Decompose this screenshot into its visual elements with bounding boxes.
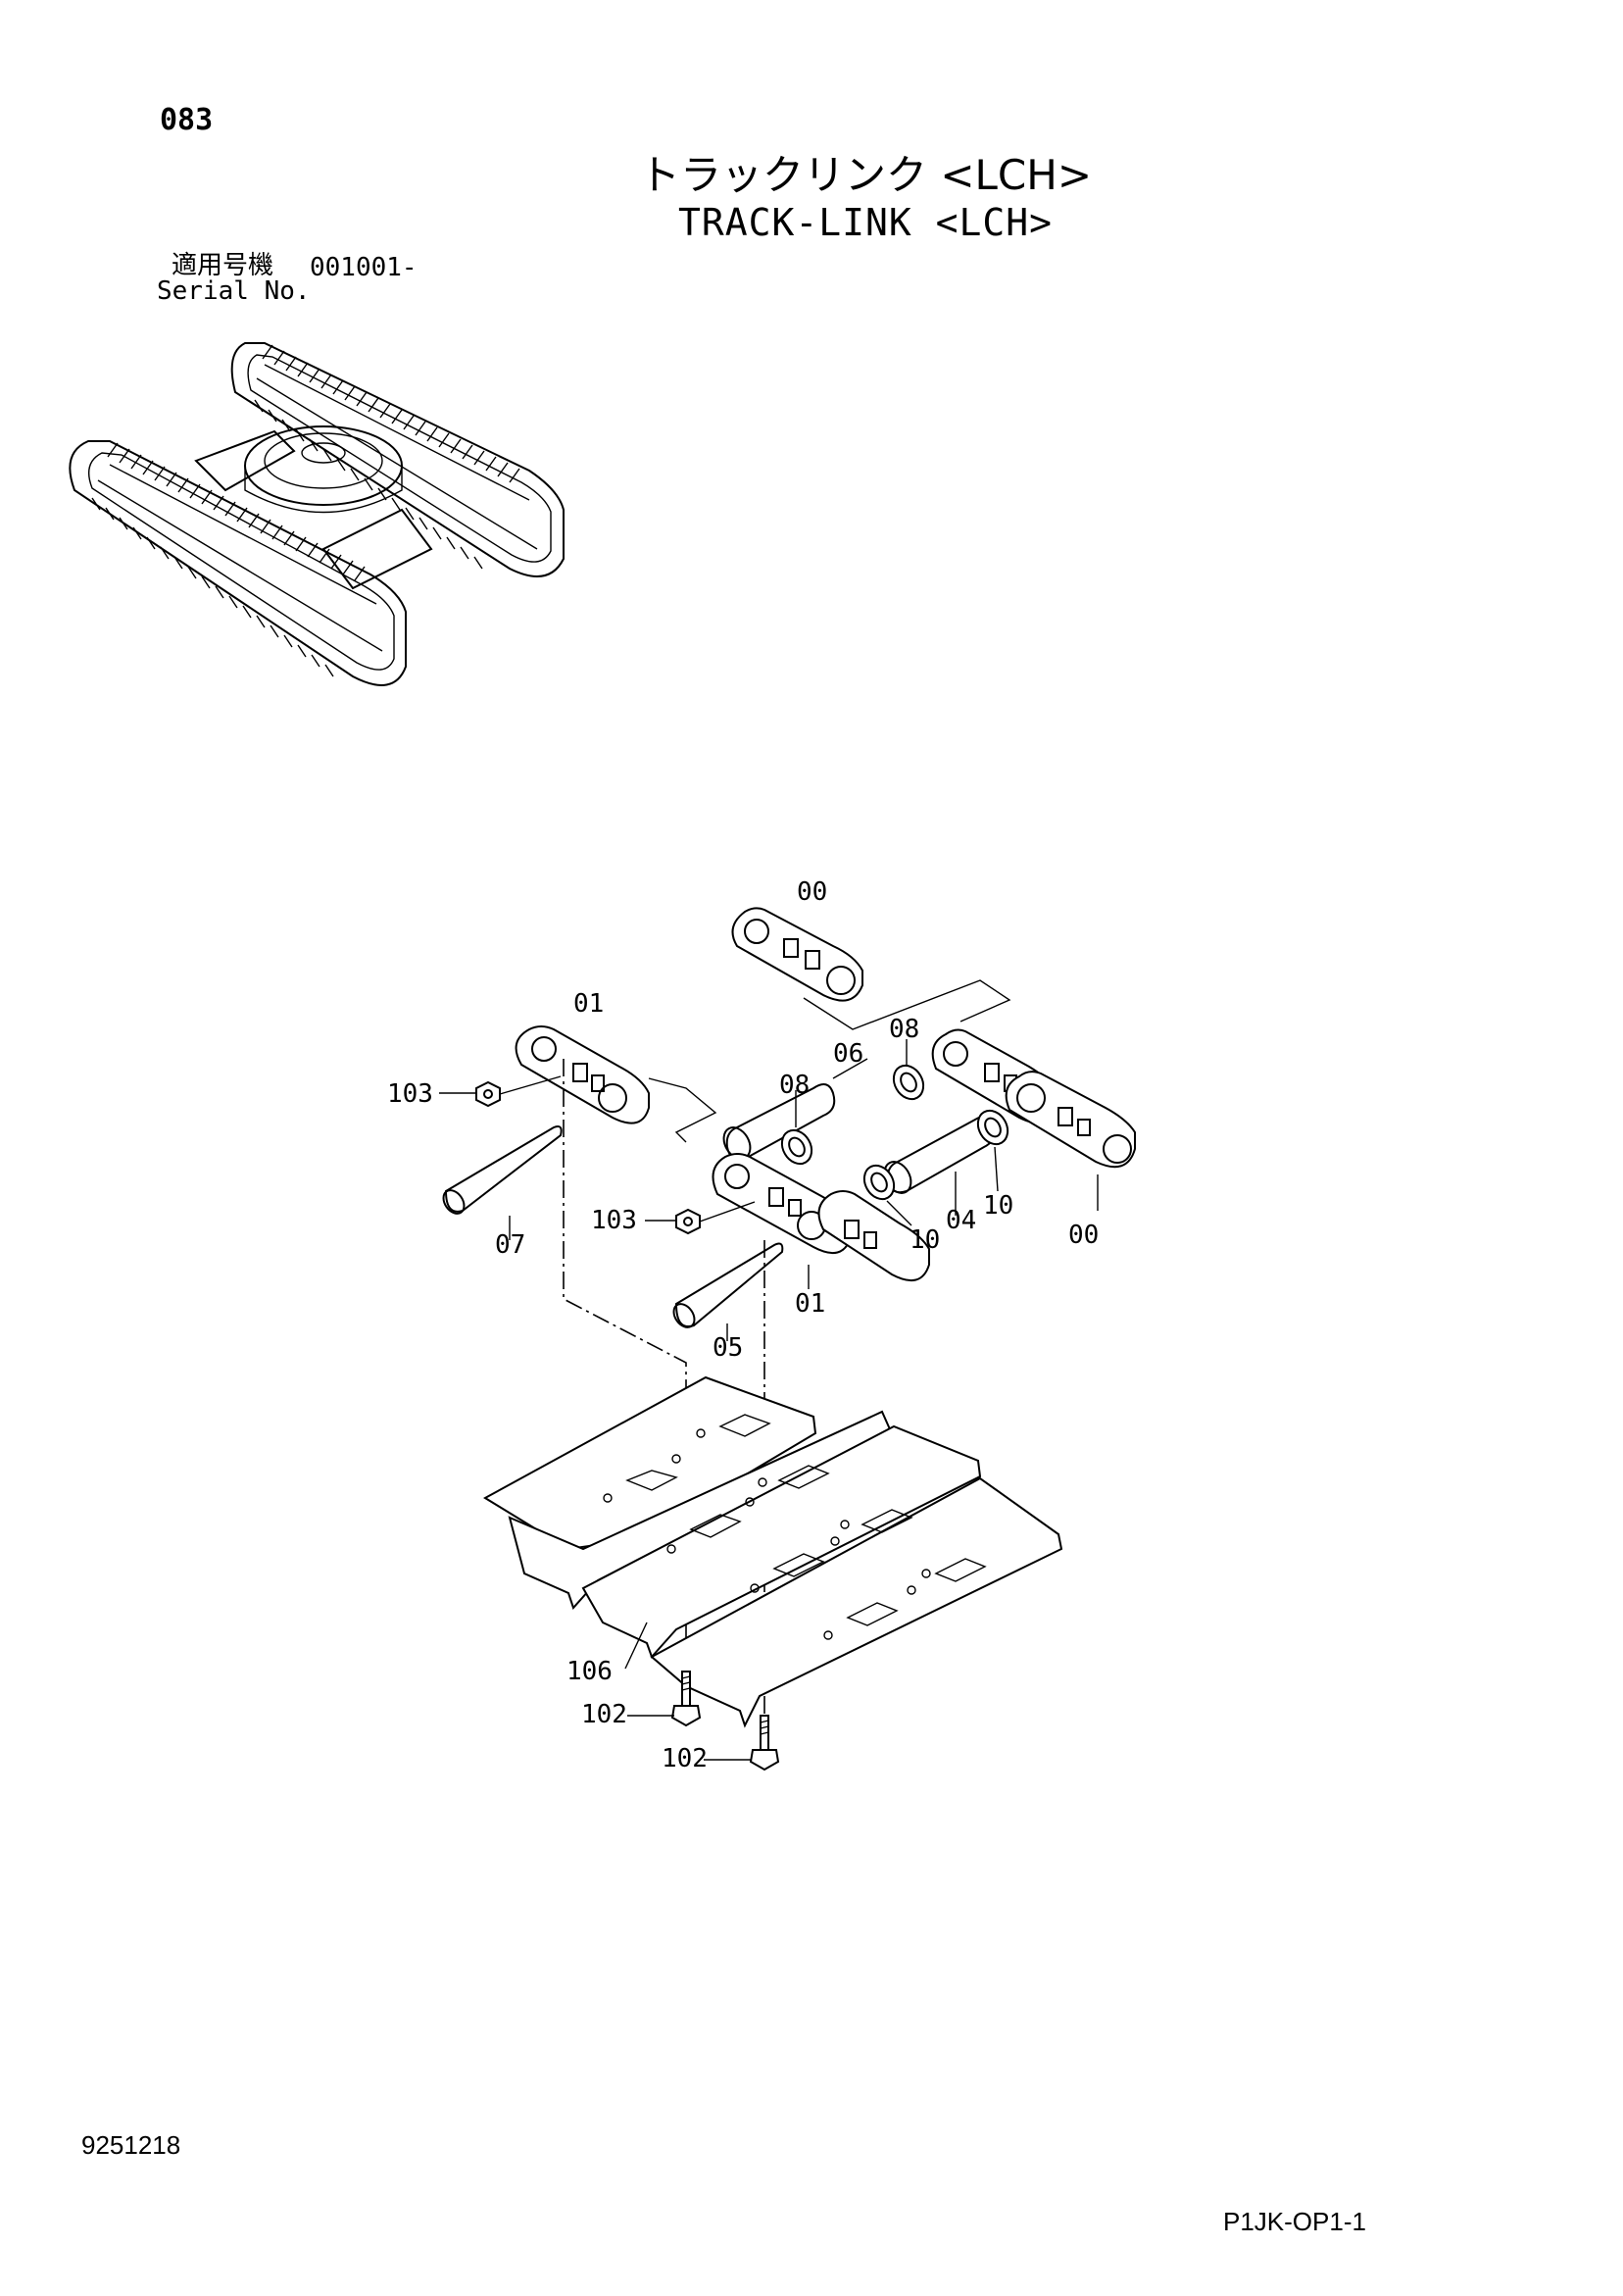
nut-103-mid (675, 1208, 701, 1235)
seal-08-right (892, 1064, 925, 1101)
page-title-jp: トラックリンク <LCH> (638, 151, 1093, 199)
seal-08-left (780, 1128, 813, 1166)
callout-06: 06 (833, 1039, 863, 1069)
undercarriage-illustration (69, 342, 565, 686)
callout-01-top: 01 (573, 989, 604, 1019)
callout-103-top: 103 (387, 1079, 433, 1109)
pin-05 (672, 1242, 784, 1328)
link-01-middle (712, 1153, 930, 1282)
callout-07: 07 (495, 1230, 525, 1260)
bolt-102-right (749, 1715, 780, 1772)
callout-10-right: 10 (983, 1191, 1013, 1221)
callout-08-left: 08 (779, 1071, 810, 1100)
seal-10-mid (862, 1164, 896, 1201)
callout-01-mid: 01 (795, 1289, 825, 1319)
page-code: P1JK-OP1-1 (1223, 2207, 1366, 2236)
link-00-top (731, 907, 863, 1002)
link-01-top (515, 1025, 650, 1124)
nut-103-top (475, 1080, 501, 1108)
serial-value: 001001- (310, 253, 418, 282)
pin-07 (442, 1125, 563, 1215)
link-00-right (931, 1028, 1136, 1169)
callout-00-top: 00 (797, 877, 827, 907)
callout-00-right: 00 (1068, 1221, 1099, 1250)
bushing-06 (722, 1083, 836, 1161)
callout-04: 04 (946, 1206, 976, 1235)
callout-10-mid: 10 (910, 1225, 940, 1255)
callout-08-right: 08 (889, 1015, 919, 1044)
callout-05: 05 (713, 1333, 743, 1363)
callout-106: 106 (566, 1657, 613, 1686)
callout-102-left: 102 (581, 1700, 627, 1729)
bolt-102-left (670, 1671, 702, 1727)
callout-103-mid: 103 (591, 1206, 637, 1235)
seal-10-right (976, 1109, 1009, 1146)
document-number: 9251218 (81, 2130, 181, 2160)
serial-label-en: Serial No. (157, 276, 311, 306)
callout-102-right: 102 (662, 1744, 708, 1773)
bushing-04 (883, 1115, 996, 1194)
page-title-en: TRACK-LINK <LCH> (677, 201, 1054, 244)
page-number: 083 (160, 103, 214, 137)
track-shoe-106 (483, 1375, 1063, 1728)
serial-label-jp: 適用号機 (172, 251, 274, 280)
